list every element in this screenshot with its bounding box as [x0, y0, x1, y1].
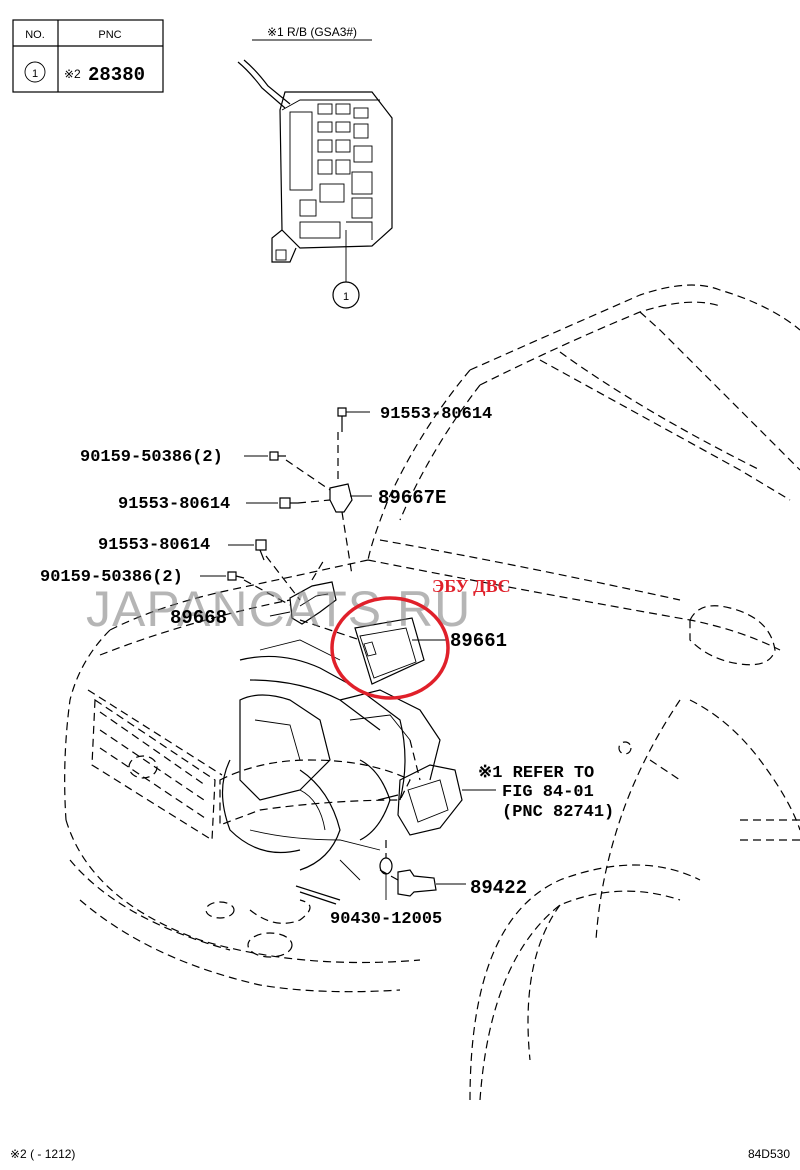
label-89668[interactable]: 89668: [170, 607, 227, 629]
engine-bay: [221, 639, 441, 905]
relay-bracket: [397, 764, 463, 836]
refer-line-2[interactable]: FIG 84-01: [502, 783, 594, 802]
ecu-annotation: ЭБУ ДВС: [432, 576, 511, 596]
relay-block-title: ※1 R/B (GSA3#): [267, 25, 357, 39]
label-89422[interactable]: 89422: [470, 877, 527, 899]
refer-line-1: ※1 REFER TO: [478, 764, 594, 783]
ecu-89661: [354, 617, 425, 685]
figure-code: 84D530: [748, 1147, 790, 1161]
ecu-highlight-circle: [330, 596, 450, 700]
footnote: ※2 ( - 1212): [10, 1147, 75, 1161]
label-91553-low[interactable]: 91553-80614: [98, 536, 210, 555]
label-89667e[interactable]: 89667E: [378, 487, 446, 509]
fasteners: [200, 407, 496, 900]
label-91553-mid[interactable]: 91553-80614: [118, 495, 230, 514]
bolt-icon: [279, 497, 291, 509]
sensor-89422: [397, 869, 437, 897]
label-90430[interactable]: 90430-12005: [330, 910, 442, 929]
row-number-circle: [24, 61, 46, 83]
relay-callout-circle: [332, 281, 360, 309]
table-header-no: NO.: [25, 29, 45, 41]
relay-block: ※1 R/B (GSA3#) 1: [237, 25, 393, 309]
car-outline: [64, 284, 800, 1101]
bracket-89667e: [329, 483, 353, 513]
watermark: JAPANCATS.RU: [86, 581, 471, 637]
label-90159-low[interactable]: 90159-50386(2): [40, 568, 183, 587]
table-header-pnc: PNC: [98, 29, 121, 41]
bolt-icon: [255, 539, 267, 551]
table-row-no: 1: [32, 68, 38, 80]
parts-table: NO. PNC 1 ※2 28380: [12, 19, 164, 93]
label-89661[interactable]: 89661: [450, 630, 507, 652]
table-row-ref: ※2: [64, 67, 81, 81]
label-91553-top[interactable]: 91553-80614: [380, 405, 492, 424]
screw-icon: [227, 571, 237, 581]
relay-callout-number: 1: [343, 291, 349, 303]
refer-line-3: (PNC 82741): [502, 803, 614, 822]
screw-icon: [269, 451, 279, 461]
bolt-icon: [337, 407, 347, 417]
table-row-pnc: 28380: [88, 64, 145, 86]
label-90159-top[interactable]: 90159-50386(2): [80, 448, 223, 467]
bracket-89668: [289, 581, 337, 625]
